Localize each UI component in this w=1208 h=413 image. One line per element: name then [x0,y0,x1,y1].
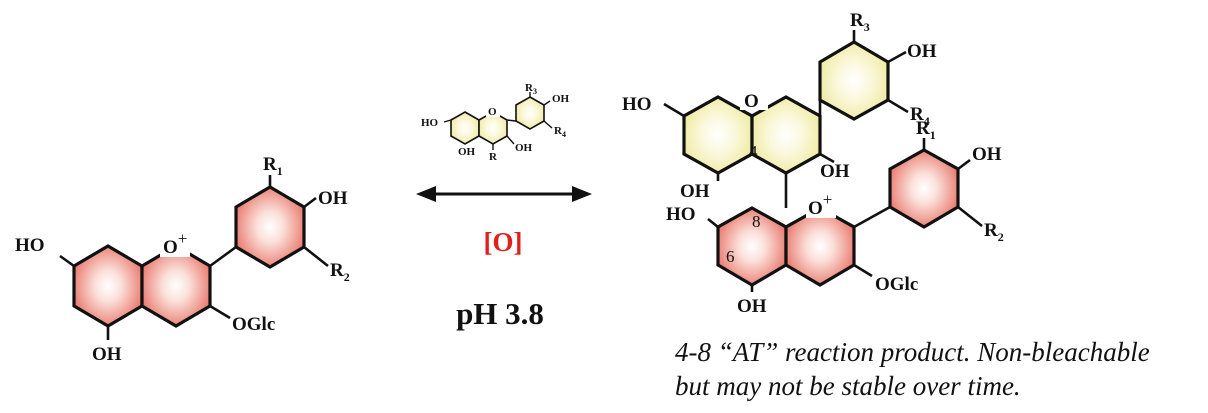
reagent-bond-oh-b [543,100,551,106]
caption-line-2: but may not be stable over time. [675,371,1021,401]
product-bond-r2 [957,205,983,228]
caption-line-1: 4-8 “AT” reaction product. Non-bleachabl… [675,337,1150,367]
reagent-oh-5-label: OH [458,146,476,158]
flavanol-reagent-structure: R3 OH R4 HO O OH OH R [421,82,570,163]
product-bond-r4 [887,98,909,114]
product-top-b-ring [818,40,890,121]
anthocyanin-r2-label: R2 [330,260,350,284]
product-oh-b-bottom-label: OH [972,144,1002,165]
anthocyanin-oh-5-label: OH [92,344,122,365]
reagent-r3-label: R3 [525,82,537,96]
product-oh-5-bottom-label: OH [737,296,767,317]
bond-oh-b [303,196,317,209]
product-bond-oglc [853,263,873,278]
product-bond-oh-b-top [887,50,907,64]
reagent-b-ring [515,96,545,130]
reagent-a-ring [450,111,480,145]
product-bond-c2-b-bottom [853,205,891,229]
anthocyanin-b-ring [234,185,306,269]
bond-r2 [303,245,329,268]
arrow-head-right [572,186,592,202]
product-ring-o-top-label: O [744,91,759,112]
reagent-oh-3-label: OH [515,142,533,154]
product-bond-oh-3 [819,152,835,164]
product-position-4-label: 4 [749,142,758,161]
reagent-r4-label: R4 [554,125,566,139]
anthocyanin-oxonium-label: O+ [163,229,187,258]
bond-oglc [209,304,231,320]
anthocyanin-ho-7-label: HO [15,235,45,256]
product-position-6-label: 6 [726,247,735,266]
product-oh-b-top-label: OH [907,41,937,62]
reagent-bond-oh-3 [506,135,515,145]
anthocyanin-a-ring [72,244,144,328]
product-oxonium-label: O+ [808,190,832,219]
product-bottom-b-ring [888,148,960,229]
reagent-bond-oh-7 [443,119,452,123]
product-bond-ho-7-top [663,102,685,118]
product-oh-3-label: OH [820,161,850,182]
product-caption: 4-8 “AT” reaction product. Non-bleachabl… [675,335,1205,403]
product-r3-label: R3 [850,10,870,34]
reagent-ho-7-label: HO [421,117,439,129]
product-oglc-label: OGlc [875,274,918,295]
bond-c2-b-ring [209,245,237,268]
product-structure: R3 OH R4 HO O 4 OH OH HO 8 6 O+ R1 OH R2… [622,10,1004,317]
product-ho-7-top-label: HO [622,94,652,115]
arrow-head-left [416,186,436,202]
product-position-8-label: 8 [752,212,761,231]
reagent-bond-r4 [543,120,553,129]
reagent-ring-o-label: O [488,106,497,118]
product-bond-oh-b-bottom [957,158,971,171]
product-r2-label: R2 [984,220,1004,244]
reagent-oh-b-label: OH [552,93,570,105]
ph-condition-label: pH 3.8 [456,296,544,331]
bond-oh-7 [59,254,75,268]
product-r4-label: R4 [910,104,930,128]
anthocyanin-r1-label: R1 [263,154,283,178]
oxidant-label: [O] [484,227,523,257]
anthocyanin-structure: R1 OH R2 HO O+ OGlc OH [15,154,350,365]
product-oh-5-top-label: OH [680,181,710,202]
product-ho-7-bottom-label: HO [666,204,696,225]
anthocyanin-oh-b-label: OH [318,188,348,209]
anthocyanin-c-ring [140,244,212,328]
anthocyanin-oglc-label: OGlc [232,314,275,335]
product-bottom-c-ring [784,206,856,287]
reagent-r-label: R [489,151,498,163]
product-r1-label: R1 [916,118,936,142]
product-bond-ho-7-bottom [707,217,719,229]
reagent-bond-c2-b [506,119,517,122]
reaction-arrow [416,186,592,202]
